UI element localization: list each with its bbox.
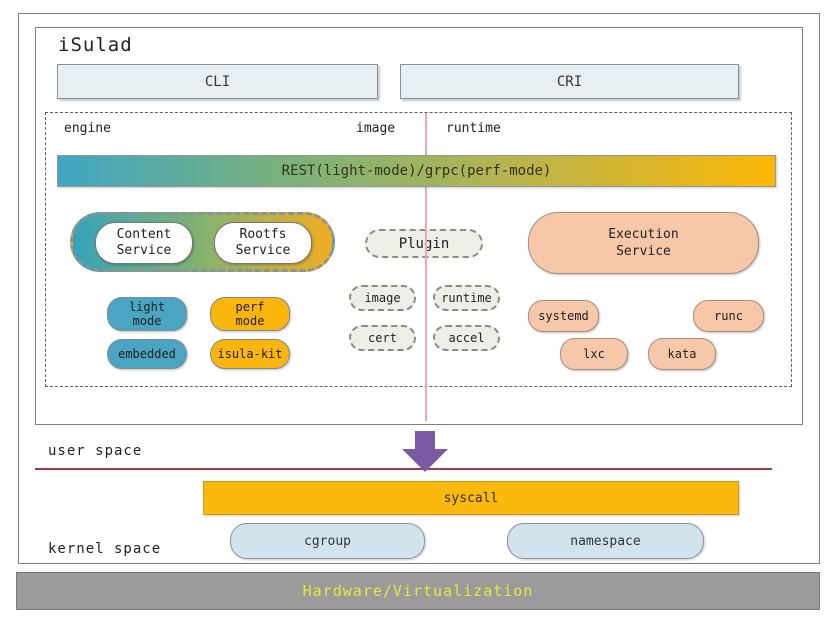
plugin-pill: Plugin (365, 229, 483, 258)
section-label-image: image (356, 121, 396, 136)
section-label-runtime: runtime (446, 121, 501, 136)
cert-plugin-pill: cert (349, 325, 416, 351)
perf-mode-pill: perf mode (210, 297, 290, 331)
runc-pill: runc (693, 300, 764, 332)
execution-service-pill: Execution Service (528, 212, 759, 274)
hardware-virtualization-bar: Hardware/Virtualization (16, 572, 820, 610)
systemd-pill: systemd (528, 300, 599, 332)
diagram-title: iSulad (58, 34, 133, 56)
content-service-pill: Content Service (95, 222, 193, 264)
accel-plugin-pill: accel (433, 325, 500, 351)
cri-box: CRI (400, 64, 739, 99)
section-label-engine: engine (64, 121, 111, 136)
user-kernel-divider-line (35, 468, 772, 470)
kata-pill: kata (648, 338, 716, 370)
rest-grpc-bar: REST(light-mode)/grpc(perf-mode) (57, 155, 776, 187)
light-mode-pill: light mode (107, 297, 187, 331)
runtime-plugin-pill: runtime (433, 285, 500, 311)
outer-frame (18, 13, 820, 564)
image-runtime-divider-line (425, 113, 427, 421)
syscall-bar: syscall (203, 481, 739, 515)
down-arrow-icon (402, 431, 448, 472)
image-plugin-pill: image (349, 285, 416, 311)
rootfs-service-pill: Rootfs Service (214, 222, 312, 264)
cgroup-pill: cgroup (230, 523, 425, 559)
kernel-space-label: kernel space (48, 541, 162, 557)
user-space-label: user space (48, 443, 143, 459)
namespace-pill: namespace (507, 523, 704, 559)
isula-kit-pill: isula-kit (210, 339, 290, 369)
embedded-pill: embedded (107, 339, 187, 369)
lxc-pill: lxc (560, 338, 628, 370)
cli-box: CLI (57, 64, 378, 99)
services-dashed-panel (45, 112, 792, 387)
